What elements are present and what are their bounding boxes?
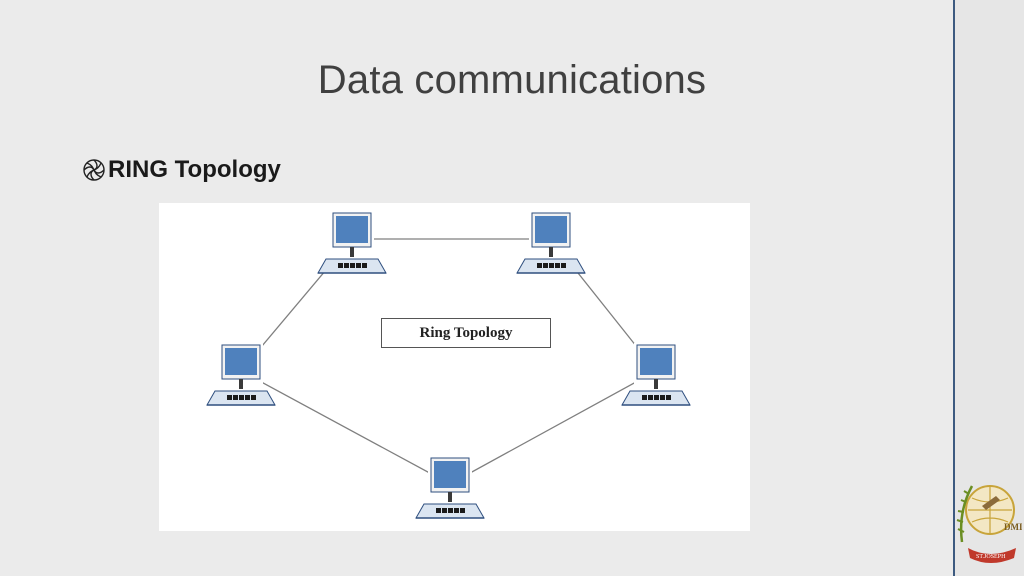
bullet-item: RING Topology <box>82 156 281 184</box>
computer-top-right-icon <box>516 211 586 277</box>
computer-bottom-icon <box>415 456 485 522</box>
logo-text-bottom: ST.JOSEPH <box>976 554 1006 560</box>
diagram-label: Ring Topology <box>381 318 551 348</box>
computer-mid-right-icon <box>621 343 691 409</box>
computer-mid-left-icon <box>206 343 276 409</box>
bullet-text: RING Topology <box>108 156 281 183</box>
logo-text-top: DMI <box>1004 522 1022 532</box>
slide-title: Data communications <box>317 58 707 102</box>
spiral-bullet-icon <box>83 159 105 181</box>
right-side-panel <box>953 0 1024 576</box>
ring-topology-diagram: Ring Topology <box>159 203 750 531</box>
college-emblem-icon: DMI ST.JOSEPH <box>956 485 1022 563</box>
ring-link <box>449 370 657 485</box>
ring-link <box>240 370 451 485</box>
diagram-canvas <box>206 211 691 522</box>
computer-top-left-icon <box>317 211 387 277</box>
